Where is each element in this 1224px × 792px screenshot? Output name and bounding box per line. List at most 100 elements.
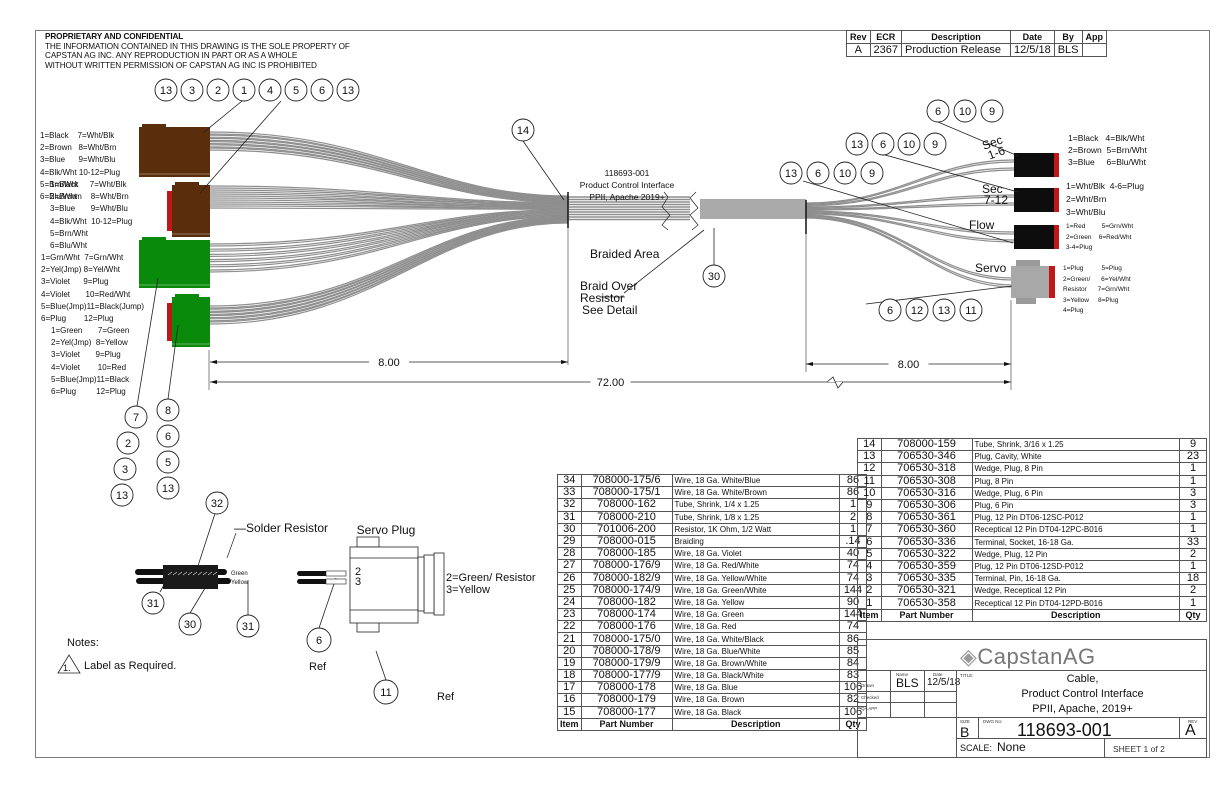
bom-pn: 708000-162 [580, 498, 673, 512]
app-value [1081, 43, 1107, 57]
bom-qty: 1 [1179, 559, 1207, 574]
note-item: Label as Required. [84, 660, 176, 672]
balloon-label: 31 [242, 621, 254, 633]
leader-lines [136, 100, 1019, 681]
pin-list-brown-plug: 1=Black 7=Wht/Blk 2=Brown 8=Wht/Brn 3=Bl… [40, 131, 121, 202]
wire [805, 159, 1015, 204]
resistor-hatch [187, 571, 193, 576]
proprietary-heading: PROPRIETARY AND CONFIDENTIAL [45, 32, 184, 41]
bom-desc: Wire, 18 Ga. Yellow [671, 595, 841, 610]
leader-line [937, 121, 1019, 157]
balloon-label: 11 [965, 305, 976, 317]
blank-block [857, 717, 957, 758]
wire [209, 210, 569, 250]
balloon-label: 9 [869, 168, 875, 180]
wire [209, 141, 569, 200]
wire [805, 169, 1015, 207]
logo-diamond-icon: ◈ [960, 644, 978, 669]
note-number: 1. [63, 663, 71, 673]
bom-desc: Wire, 18 Ga. Green/White [671, 583, 841, 597]
notes-heading: Notes: [67, 637, 99, 649]
balloon: 11 [959, 298, 983, 322]
arrowhead [210, 360, 217, 364]
bom-item: 12 [857, 462, 882, 476]
drawn-date: 12/5/18 [927, 677, 961, 688]
proprietary-line: CAPSTAN AG INC. ANY REPRODUCTION IN PART… [45, 51, 298, 61]
balloon-circle [206, 78, 230, 102]
title-label: TITLE: [960, 673, 974, 678]
leader-line [167, 324, 179, 400]
balloon-circle [897, 132, 921, 156]
ecr-value: 2367 [869, 43, 903, 57]
bom-item: 22 [557, 620, 582, 634]
bom-pn: 708000-176 [580, 620, 673, 634]
balloon: 6 [806, 161, 830, 185]
connector-body [1014, 188, 1054, 212]
balloon-circle [702, 264, 726, 288]
title-line: Product Control Interface [1021, 688, 1144, 700]
braid-note-line: Resistor [580, 291, 624, 305]
balloon-circle [156, 398, 180, 422]
right-connector-label: 1-6 [986, 143, 1007, 162]
balloon-label: 9 [932, 139, 938, 151]
pin-list-servo: 1=Plug 5=Plug 2=Green/ 6=Yel/Wht Resisto… [1063, 265, 1131, 314]
pin-list-brown-receptacle: 1=Black 7=Wht/Blk 2=Brown 8=Wht/Brn 3=Bl… [50, 180, 133, 251]
bom-desc: Wire, 18 Ga. Green [671, 608, 841, 622]
balloon-circle [284, 78, 308, 102]
balloon-circle [806, 161, 830, 185]
balloon-label: 6 [165, 431, 171, 443]
leader-line [202, 100, 243, 134]
balloon: 12 [905, 298, 929, 322]
wire [209, 144, 569, 202]
wire [805, 167, 1015, 206]
date-value: 12/5/18 [1010, 43, 1055, 57]
balloon-label: 5 [293, 85, 299, 97]
balloon-circle [205, 491, 229, 515]
arrowhead [210, 380, 217, 384]
drawing-border [35, 30, 1210, 758]
wire [209, 212, 569, 261]
wire [805, 211, 1015, 235]
leader-line [199, 100, 282, 194]
dimension-label: 72.00 [597, 377, 625, 389]
wire [209, 137, 569, 199]
approval-block: Name Date Drawn BLS 12/5/18 Checked QA A… [857, 670, 961, 718]
pin-wire [297, 571, 329, 576]
leader-line [623, 229, 705, 294]
bom-pn: 706530-316 [880, 486, 973, 500]
right-connector-label: Sec [980, 133, 1004, 153]
bom-item: 23 [557, 608, 582, 622]
resistor-detail [57, 532, 445, 674]
connector-latch [142, 124, 166, 128]
plug-seal [433, 552, 445, 616]
shrink-tube [163, 565, 218, 589]
balloon: 13 [110, 483, 134, 507]
wire [805, 194, 1015, 208]
seal [1054, 225, 1059, 249]
bom-desc: Tube, Shrink, 1/8 x 1.25 [671, 510, 841, 524]
latch [356, 621, 380, 633]
bom-item: 28 [557, 547, 582, 561]
balloon-circle [156, 424, 180, 448]
bom-pn: 706530-321 [880, 584, 973, 598]
bom-item: 6 [857, 535, 882, 549]
seal [1049, 266, 1055, 298]
balloon-circle [310, 78, 334, 102]
balloon: 6 [310, 78, 334, 102]
balloon-circle [110, 483, 134, 507]
balloon: 3 [180, 78, 204, 102]
proprietary-notice: PROPRIETARY AND CONFIDENTIAL THE INFORMA… [45, 32, 350, 70]
company-logo: ◈CapstanAG [960, 644, 1096, 670]
wire [209, 131, 569, 197]
drawing-number-block: SIZE B DWG No: 118693-001 REV A [956, 717, 1207, 740]
wire [209, 222, 569, 325]
balloon-circle [845, 132, 869, 156]
bom-pn: 708000-176/9 [580, 559, 673, 573]
bom-desc: Wire, 18 Ga. Black/White [671, 668, 841, 683]
balloon: 8 [156, 398, 180, 422]
wire [209, 185, 569, 204]
